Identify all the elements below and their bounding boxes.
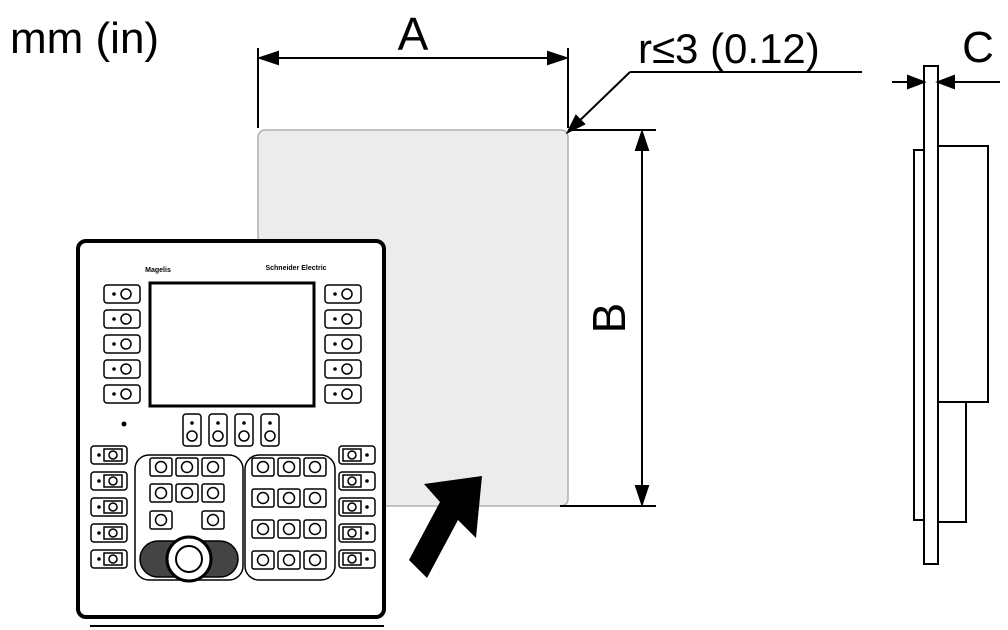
numeric-keypad-key-ring xyxy=(256,491,270,505)
right-aux-key-ring xyxy=(347,476,357,486)
numeric-keypad-key-ring xyxy=(282,522,296,536)
left-keypad-key-ring xyxy=(206,513,220,527)
left-function-key-ring xyxy=(120,313,132,325)
left-keypad-key-ring xyxy=(154,513,168,527)
left-function-key-led xyxy=(112,292,116,296)
screen-key-ring xyxy=(186,430,198,442)
numeric-keypad-key-ring xyxy=(308,491,322,505)
right-function-key-ring xyxy=(341,363,353,375)
left-aux-key-ring xyxy=(108,450,118,460)
left-aux-key-led xyxy=(97,557,101,561)
left-function-key-ring xyxy=(120,363,132,375)
screen-key-ring xyxy=(238,430,250,442)
numeric-keypad-key-ring xyxy=(308,522,322,536)
left-function-key-ring xyxy=(120,388,132,400)
left-aux-key-ring xyxy=(108,554,118,564)
dimension-a-label: A xyxy=(398,8,429,60)
numeric-keypad-key-ring xyxy=(282,460,296,474)
dimension-b xyxy=(560,128,656,508)
right-function-key-ring xyxy=(341,313,353,325)
numeric-keypad-key-ring xyxy=(282,553,296,567)
left-keypad-key-ring xyxy=(180,486,194,500)
keypad-cluster-right xyxy=(244,454,336,581)
left-aux-key-ring xyxy=(108,528,118,538)
status-led xyxy=(121,421,127,427)
right-aux-key-ring xyxy=(347,554,357,564)
right-function-key-ring xyxy=(341,338,353,350)
left-function-key-led xyxy=(112,392,116,396)
left-aux-key-led xyxy=(97,531,101,535)
dimension-c-label: C xyxy=(962,23,994,72)
left-keypad-key-ring xyxy=(154,486,168,500)
corner-radius-callout xyxy=(565,71,862,135)
numeric-keypad-key-ring xyxy=(308,460,322,474)
left-aux-key-led xyxy=(97,479,101,483)
right-function-key-led xyxy=(333,342,337,346)
screen-key-led xyxy=(190,421,194,425)
right-function-key-ring xyxy=(341,388,353,400)
left-function-key-ring xyxy=(120,288,132,300)
right-aux-key-led xyxy=(365,479,369,483)
right-aux-key-ring xyxy=(347,528,357,538)
left-function-key-ring xyxy=(120,338,132,350)
right-function-key-ring xyxy=(341,288,353,300)
device-brand-text: Magelis xyxy=(145,267,171,274)
numeric-keypad-key-ring xyxy=(282,491,296,505)
right-function-key-led xyxy=(333,367,337,371)
insertion-arrow xyxy=(409,476,482,578)
dimension-b-label: B xyxy=(583,303,635,334)
screen-key-led xyxy=(216,421,220,425)
screen-key-ring xyxy=(212,430,224,442)
left-function-key-led xyxy=(112,367,116,371)
right-aux-key-led xyxy=(365,531,369,535)
left-keypad-key-ring xyxy=(206,460,220,474)
corner-radius-label: r≤3 (0.12) xyxy=(638,25,820,72)
screen-key-led xyxy=(242,421,246,425)
right-aux-key-led xyxy=(365,505,369,509)
left-keypad-key-ring xyxy=(154,460,168,474)
left-keypad-key-ring xyxy=(180,460,194,474)
units-label: mm (in) xyxy=(10,14,159,63)
left-function-key-led xyxy=(112,342,116,346)
left-aux-key-led xyxy=(97,505,101,509)
device-keys xyxy=(90,284,376,570)
device-screen xyxy=(148,281,316,408)
right-aux-key-led xyxy=(365,453,369,457)
right-aux-key-led xyxy=(365,557,369,561)
numeric-keypad-key-ring xyxy=(256,522,270,536)
right-aux-key-ring xyxy=(347,502,357,512)
right-function-key-led xyxy=(333,292,337,296)
device-front-view: Magelis Schneider Electric xyxy=(76,239,386,627)
right-function-key-led xyxy=(333,392,337,396)
left-aux-key-ring xyxy=(108,502,118,512)
numeric-keypad-key-ring xyxy=(256,553,270,567)
left-keypad-key-ring xyxy=(206,486,220,500)
jog-dial xyxy=(139,535,239,583)
screen-key-led xyxy=(268,421,272,425)
left-aux-key-led xyxy=(97,453,101,457)
dimension-a xyxy=(256,48,570,128)
left-aux-key-ring xyxy=(108,476,118,486)
numeric-keypad-key-ring xyxy=(308,553,322,567)
right-function-key-led xyxy=(333,317,337,321)
dimension-c xyxy=(892,74,1000,90)
device-side-view xyxy=(913,65,989,565)
screen-key-ring xyxy=(264,430,276,442)
numeric-keypad-key-ring xyxy=(256,460,270,474)
device-logo-text: Schneider Electric xyxy=(265,265,326,272)
left-function-key-led xyxy=(112,317,116,321)
right-aux-key-ring xyxy=(347,450,357,460)
